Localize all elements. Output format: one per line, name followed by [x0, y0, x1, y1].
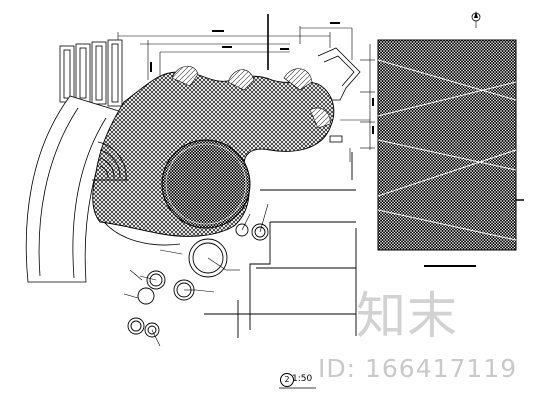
planter-leaders [123, 203, 269, 347]
drawing-number-badge: 2 [280, 373, 294, 387]
dimension-lines [117, 26, 375, 162]
curved-wall [25, 95, 123, 283]
drawing-scale-label: 1:50 [292, 374, 313, 384]
round-lawn-edge [165, 143, 247, 225]
curved-path [103, 221, 181, 246]
watermark-id: ID: 166417119 [318, 354, 518, 383]
north-arrow-icon [471, 11, 481, 28]
angled-steps [317, 47, 361, 143]
round-lawn [161, 139, 251, 229]
hatched-block [377, 39, 524, 251]
bench-seats [171, 65, 331, 129]
concentric-rings [92, 141, 128, 181]
planters [127, 223, 269, 338]
building-outline [204, 152, 357, 338]
stepped-walls [59, 39, 123, 107]
watermark-logo: 知末 [356, 287, 458, 345]
